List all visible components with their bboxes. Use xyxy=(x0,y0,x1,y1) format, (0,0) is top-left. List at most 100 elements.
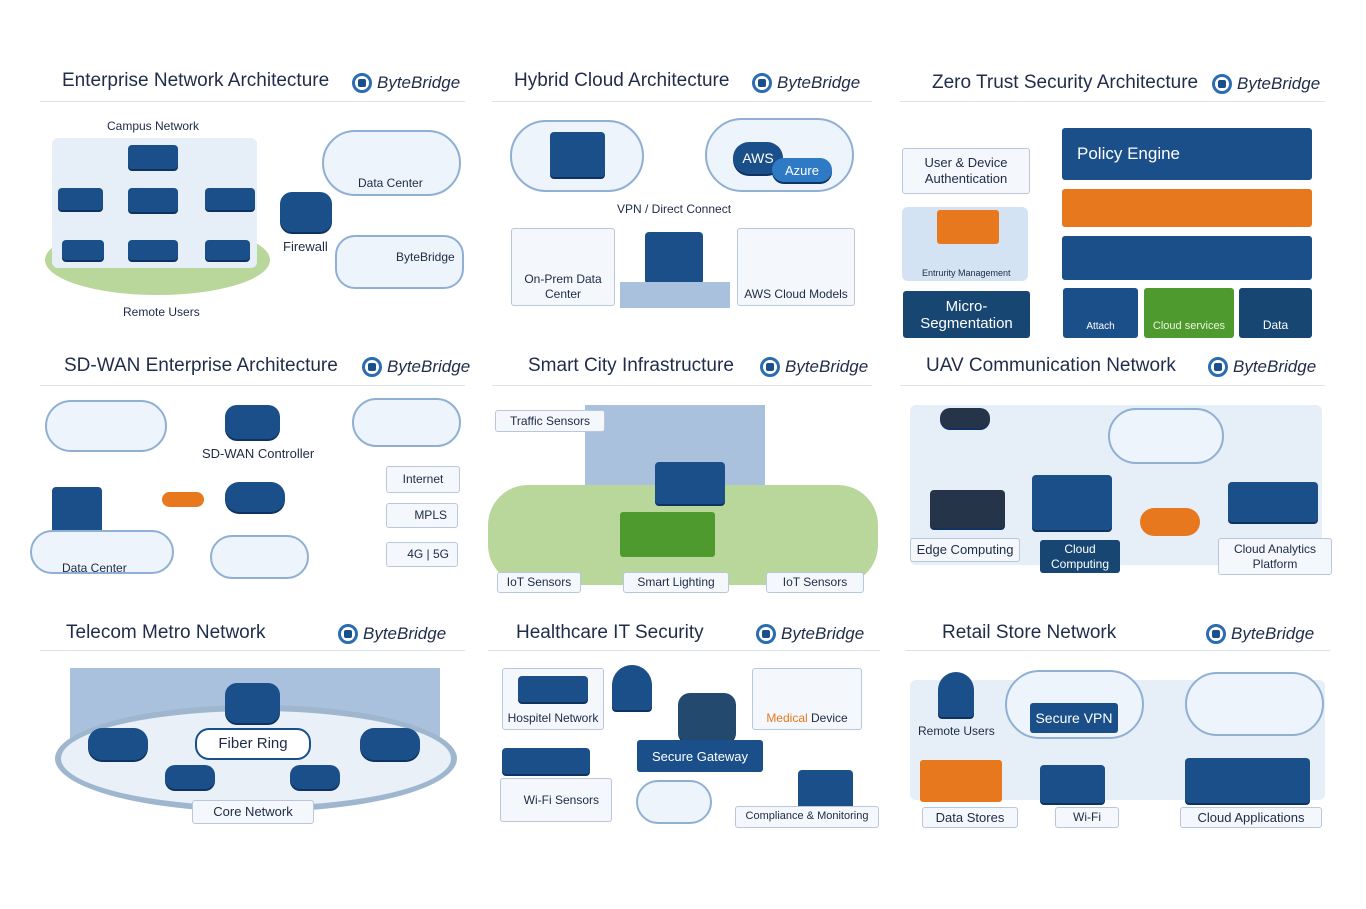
switch-icon xyxy=(58,188,103,210)
firewall-icon xyxy=(280,192,332,232)
city-buildings xyxy=(620,282,730,308)
datacenter-icon xyxy=(52,487,102,537)
label-sdwan-controller: SD-WAN Controller xyxy=(202,446,315,461)
policy-engine: Policy Engine xyxy=(1062,128,1312,180)
switch-icon xyxy=(205,240,250,260)
user-device-authentication: User & Device Authentication xyxy=(902,148,1030,194)
bytebridge-logo-icon xyxy=(1208,357,1228,377)
bytebridge-logo: ByteBridge xyxy=(1212,74,1320,94)
medical-device: Medical Device xyxy=(752,668,862,730)
switch-icon xyxy=(128,145,178,169)
bytebridge-logo: ByteBridge xyxy=(752,73,860,93)
fiber-ring-label: Fiber Ring xyxy=(195,728,311,760)
bytebridge-logo-icon xyxy=(362,357,382,377)
bytebridge-logo-icon xyxy=(756,624,776,644)
remote-user-bubble xyxy=(335,235,464,289)
divider xyxy=(40,101,465,102)
panel-title: Healthcare IT Security xyxy=(516,622,704,643)
cloud-icon xyxy=(636,780,712,824)
label-identity-management: Entrurity Management xyxy=(922,268,1011,278)
bytebridge-logo: ByteBridge xyxy=(338,624,446,644)
iot-sensors-left: IoT Sensors xyxy=(497,572,581,593)
bytebridge-logo: ByteBridge xyxy=(1206,624,1314,644)
security-controls-bar xyxy=(1062,189,1312,227)
user-avatar xyxy=(938,672,974,717)
bytebridge-logo-icon xyxy=(760,357,780,377)
smart-lighting: Smart Lighting xyxy=(623,572,729,593)
divider xyxy=(900,101,1325,102)
mpls-link: MPLS xyxy=(386,503,458,528)
bytebridge-logo: ByteBridge xyxy=(362,357,470,377)
analytics-truck-icon xyxy=(1228,482,1318,522)
cloud-apps-cloud xyxy=(1185,672,1324,736)
cloud-analytics-platform: Cloud Analytics Platform xyxy=(1218,538,1332,575)
divider xyxy=(492,101,872,102)
label-firewall: Firewall xyxy=(283,239,328,254)
core-router-icon xyxy=(225,683,280,723)
panel-title: SD-WAN Enterprise Architecture xyxy=(64,355,338,376)
panel-title: Telecom Metro Network xyxy=(66,622,266,643)
edge-computing: Edge Computing xyxy=(910,538,1020,562)
router-icon xyxy=(360,728,420,760)
bytebridge-logo-icon xyxy=(1212,74,1232,94)
smart-lighting-building xyxy=(620,512,715,557)
hub-icon xyxy=(1140,508,1200,536)
label-remote-users: Remote Users xyxy=(918,724,995,738)
divider xyxy=(40,650,465,651)
edge-truck-icon xyxy=(930,490,1005,528)
internet-link: Internet xyxy=(386,466,460,493)
cloud-services-tile: Cloud services xyxy=(1144,288,1234,338)
cloud-computing: Cloud Computing xyxy=(1040,540,1120,573)
monitoring-server-icon xyxy=(798,770,853,808)
wifi: Wi-Fi xyxy=(1055,807,1119,828)
secure-vpn: Secure VPN xyxy=(1030,703,1118,733)
switch-icon xyxy=(205,188,255,210)
iot-sensors-right: IoT Sensors xyxy=(766,572,864,593)
switch-icon xyxy=(128,188,178,212)
router-icon xyxy=(88,728,148,760)
endpoint-devices-bar xyxy=(1062,236,1312,280)
panel-title: Enterprise Network Architecture xyxy=(62,70,330,91)
doctor-avatar xyxy=(612,665,652,710)
location-monitor-icon xyxy=(937,210,999,244)
sensor-icons-bar xyxy=(502,748,590,774)
lock-icon xyxy=(678,693,736,743)
lte-5g-link: 4G | 5G xyxy=(386,542,458,567)
sdwan-controller-icon xyxy=(225,405,280,439)
divider xyxy=(900,385,1325,386)
data-tile: Data xyxy=(1239,288,1312,338)
cloud-applications: Cloud Applications xyxy=(1180,807,1322,828)
server-icon xyxy=(550,132,605,177)
bytebridge-logo: ByteBridge xyxy=(760,357,868,377)
cloud-icon xyxy=(1108,408,1224,464)
bytebridge-logo-icon xyxy=(1206,624,1226,644)
cloud-server-icon xyxy=(1032,475,1112,530)
hospital-icon xyxy=(518,676,588,702)
drone-icon xyxy=(940,408,990,428)
building-icon xyxy=(655,462,725,504)
panel-title: Zero Trust Security Architecture xyxy=(932,72,1199,93)
divider xyxy=(492,385,872,386)
edge-router-icon xyxy=(225,482,285,512)
branch-cloud xyxy=(45,400,167,452)
datacenter-building-icon xyxy=(645,232,703,282)
compliance-monitoring: Compliance & Monitoring xyxy=(735,806,879,828)
store-icon xyxy=(920,760,1002,802)
router-icon xyxy=(162,492,204,507)
panel-title: UAV Communication Network xyxy=(926,355,1176,376)
azure-badge: Azure xyxy=(772,158,832,182)
attach-tile: Attach xyxy=(1063,288,1138,338)
bytebridge-logo-icon xyxy=(352,73,372,93)
bytebridge-logo: ByteBridge xyxy=(352,73,460,93)
panel-title: Retail Store Network xyxy=(942,622,1117,643)
panel-title: Smart City Infrastructure xyxy=(528,355,734,376)
bytebridge-logo: ByteBridge xyxy=(756,624,864,644)
bytebridge-logo-icon xyxy=(752,73,772,93)
label-data-center: Data Center xyxy=(62,561,127,575)
data-center-cloud xyxy=(322,130,461,196)
on-prem-data-center: On-Prem Data Center xyxy=(511,228,615,306)
panel-title: Hybrid Cloud Architecture xyxy=(514,70,730,91)
switch-icon xyxy=(165,765,215,789)
divider xyxy=(40,385,465,386)
traffic-sensors: Traffic Sensors xyxy=(495,410,605,432)
